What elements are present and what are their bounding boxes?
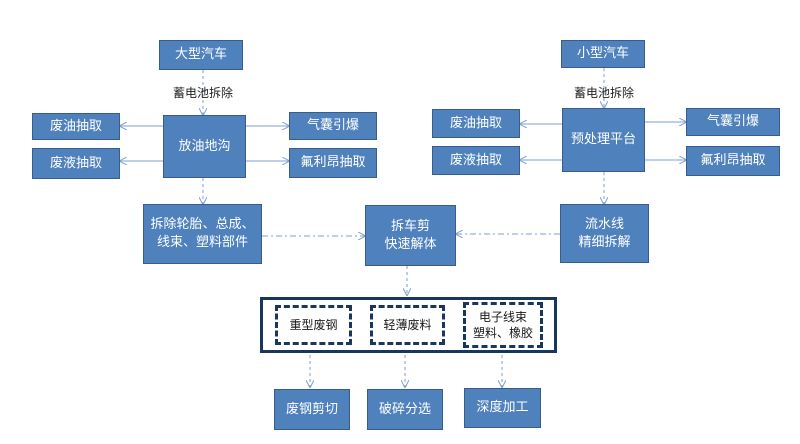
- crush-sort-box: 破碎分选: [367, 389, 443, 430]
- left-battery-removal-label: 蓄电池拆除: [172, 86, 233, 100]
- heavy-steel-box: 重型废钢: [275, 305, 352, 345]
- left-waste-liquid-box: 废液抽取: [32, 148, 120, 179]
- left-freon-box: 氟利昂抽取: [289, 148, 377, 178]
- assembly-line-box: 流水线 精细拆解: [560, 204, 649, 263]
- oil-drain-pit-box: 放油地沟: [163, 115, 246, 178]
- remove-parts-box: 拆除轮胎、总成、 线束、塑料部件: [143, 204, 262, 264]
- right-waste-liquid-box: 废液抽取: [432, 146, 520, 175]
- pretreatment-platform-box: 预处理平台: [562, 108, 645, 172]
- large-vehicle-box: 大型汽车: [159, 40, 243, 70]
- light-scrap-box: 轻薄废料: [370, 305, 445, 345]
- left-waste-oil-box: 废油抽取: [32, 113, 120, 140]
- right-freon-box: 氟利昂抽取: [686, 146, 780, 176]
- left-airbag-box: 气囊引爆: [289, 112, 377, 140]
- right-waste-oil-box: 废油抽取: [432, 109, 520, 138]
- steel-cutting-box: 废钢剪切: [274, 389, 350, 430]
- quick-dismantle-shear-box: 拆车剪 快速解体: [365, 205, 456, 266]
- right-battery-removal-label: 蓄电池拆除: [573, 86, 634, 100]
- deep-processing-box: 深度加工: [464, 388, 541, 428]
- small-vehicle-box: 小型汽车: [561, 40, 645, 68]
- sorting-panel: 重型废钢 轻薄废料 电子线束 塑料、橡胶: [260, 297, 557, 353]
- electronics-plastic-rubber-box: 电子线束 塑料、橡胶: [463, 302, 543, 348]
- right-airbag-box: 气囊引爆: [686, 108, 780, 136]
